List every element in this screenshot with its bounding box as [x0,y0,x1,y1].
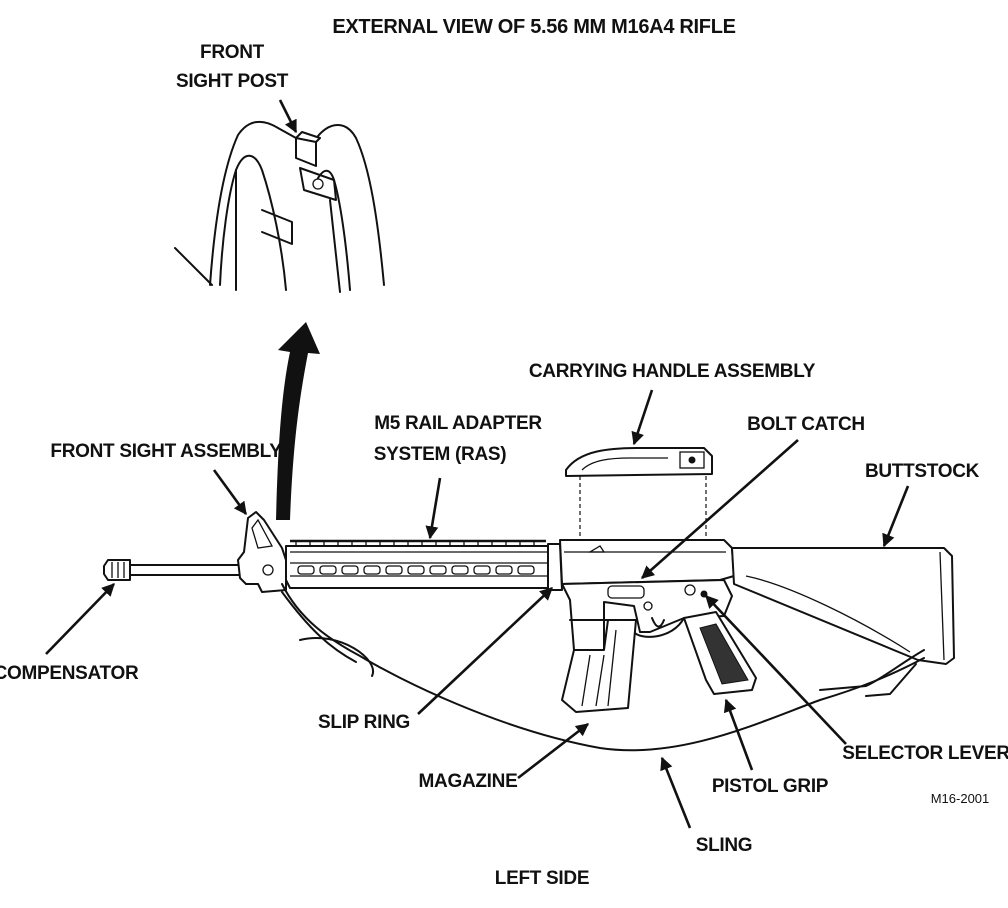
arrow-rail [425,477,442,540]
label-carrying-handle: CARRYING HANDLE ASSEMBLY [529,361,816,382]
rail-slots [297,565,535,575]
view-label: LEFT SIDE [495,868,589,889]
arrow-selector-lever [705,595,847,745]
carrying-handle-part [565,447,713,477]
buttstock-part [731,547,955,665]
diagram-title: EXTERNAL VIEW OF 5.56 MM M16A4 RIFLE [332,16,735,38]
label-buttstock: BUTTSTOCK [865,461,980,482]
arrow-sling [660,756,692,829]
arrow-compensator [45,583,115,655]
figure-id: M16-2001 [931,791,990,806]
arrow-pistol-grip [723,698,754,771]
leader-arrows [45,99,910,829]
arrow-bolt-catch [641,439,799,579]
label-rail-line2: SYSTEM (RAS) [374,444,507,465]
label-bolt-catch: BOLT CATCH [747,414,865,435]
pistol-grip-texture [699,623,749,685]
arrow-buttstock [882,485,910,548]
label-magazine: MAGAZINE [419,771,518,792]
barrel [129,564,243,576]
arrow-slip-ring [417,587,553,715]
label-pistol-grip: PISTOL GRIP [712,776,829,797]
front-sight-assembly-part [237,511,287,593]
upper-receiver [559,539,735,585]
label-front-sight-assembly: FRONT SIGHT ASSEMBLY [50,441,282,462]
arrow-front-sight-post [278,99,298,134]
arrow-front-sight-assembly [212,469,248,516]
compensator-part [103,559,131,581]
arrow-magazine [517,722,590,780]
label-sling: SLING [696,835,753,856]
label-compensator: COMPENSATOR [0,663,139,684]
label-selector-lever: SELECTOR LEVER [842,743,1008,764]
detail-arrow [276,322,320,520]
rifle [103,447,955,752]
front-sight-post-detail [174,120,385,293]
slip-ring-part [547,543,563,591]
magazine-part [561,619,637,713]
label-front-sight-post-line1: FRONT [200,42,265,63]
label-front-sight-post-line2: SIGHT POST [176,71,289,92]
label-slip-ring: SLIP RING [318,712,410,733]
label-rail-line1: M5 RAIL ADAPTER [374,413,542,434]
sling-part [281,583,925,752]
arrow-carrying-handle [631,389,654,446]
